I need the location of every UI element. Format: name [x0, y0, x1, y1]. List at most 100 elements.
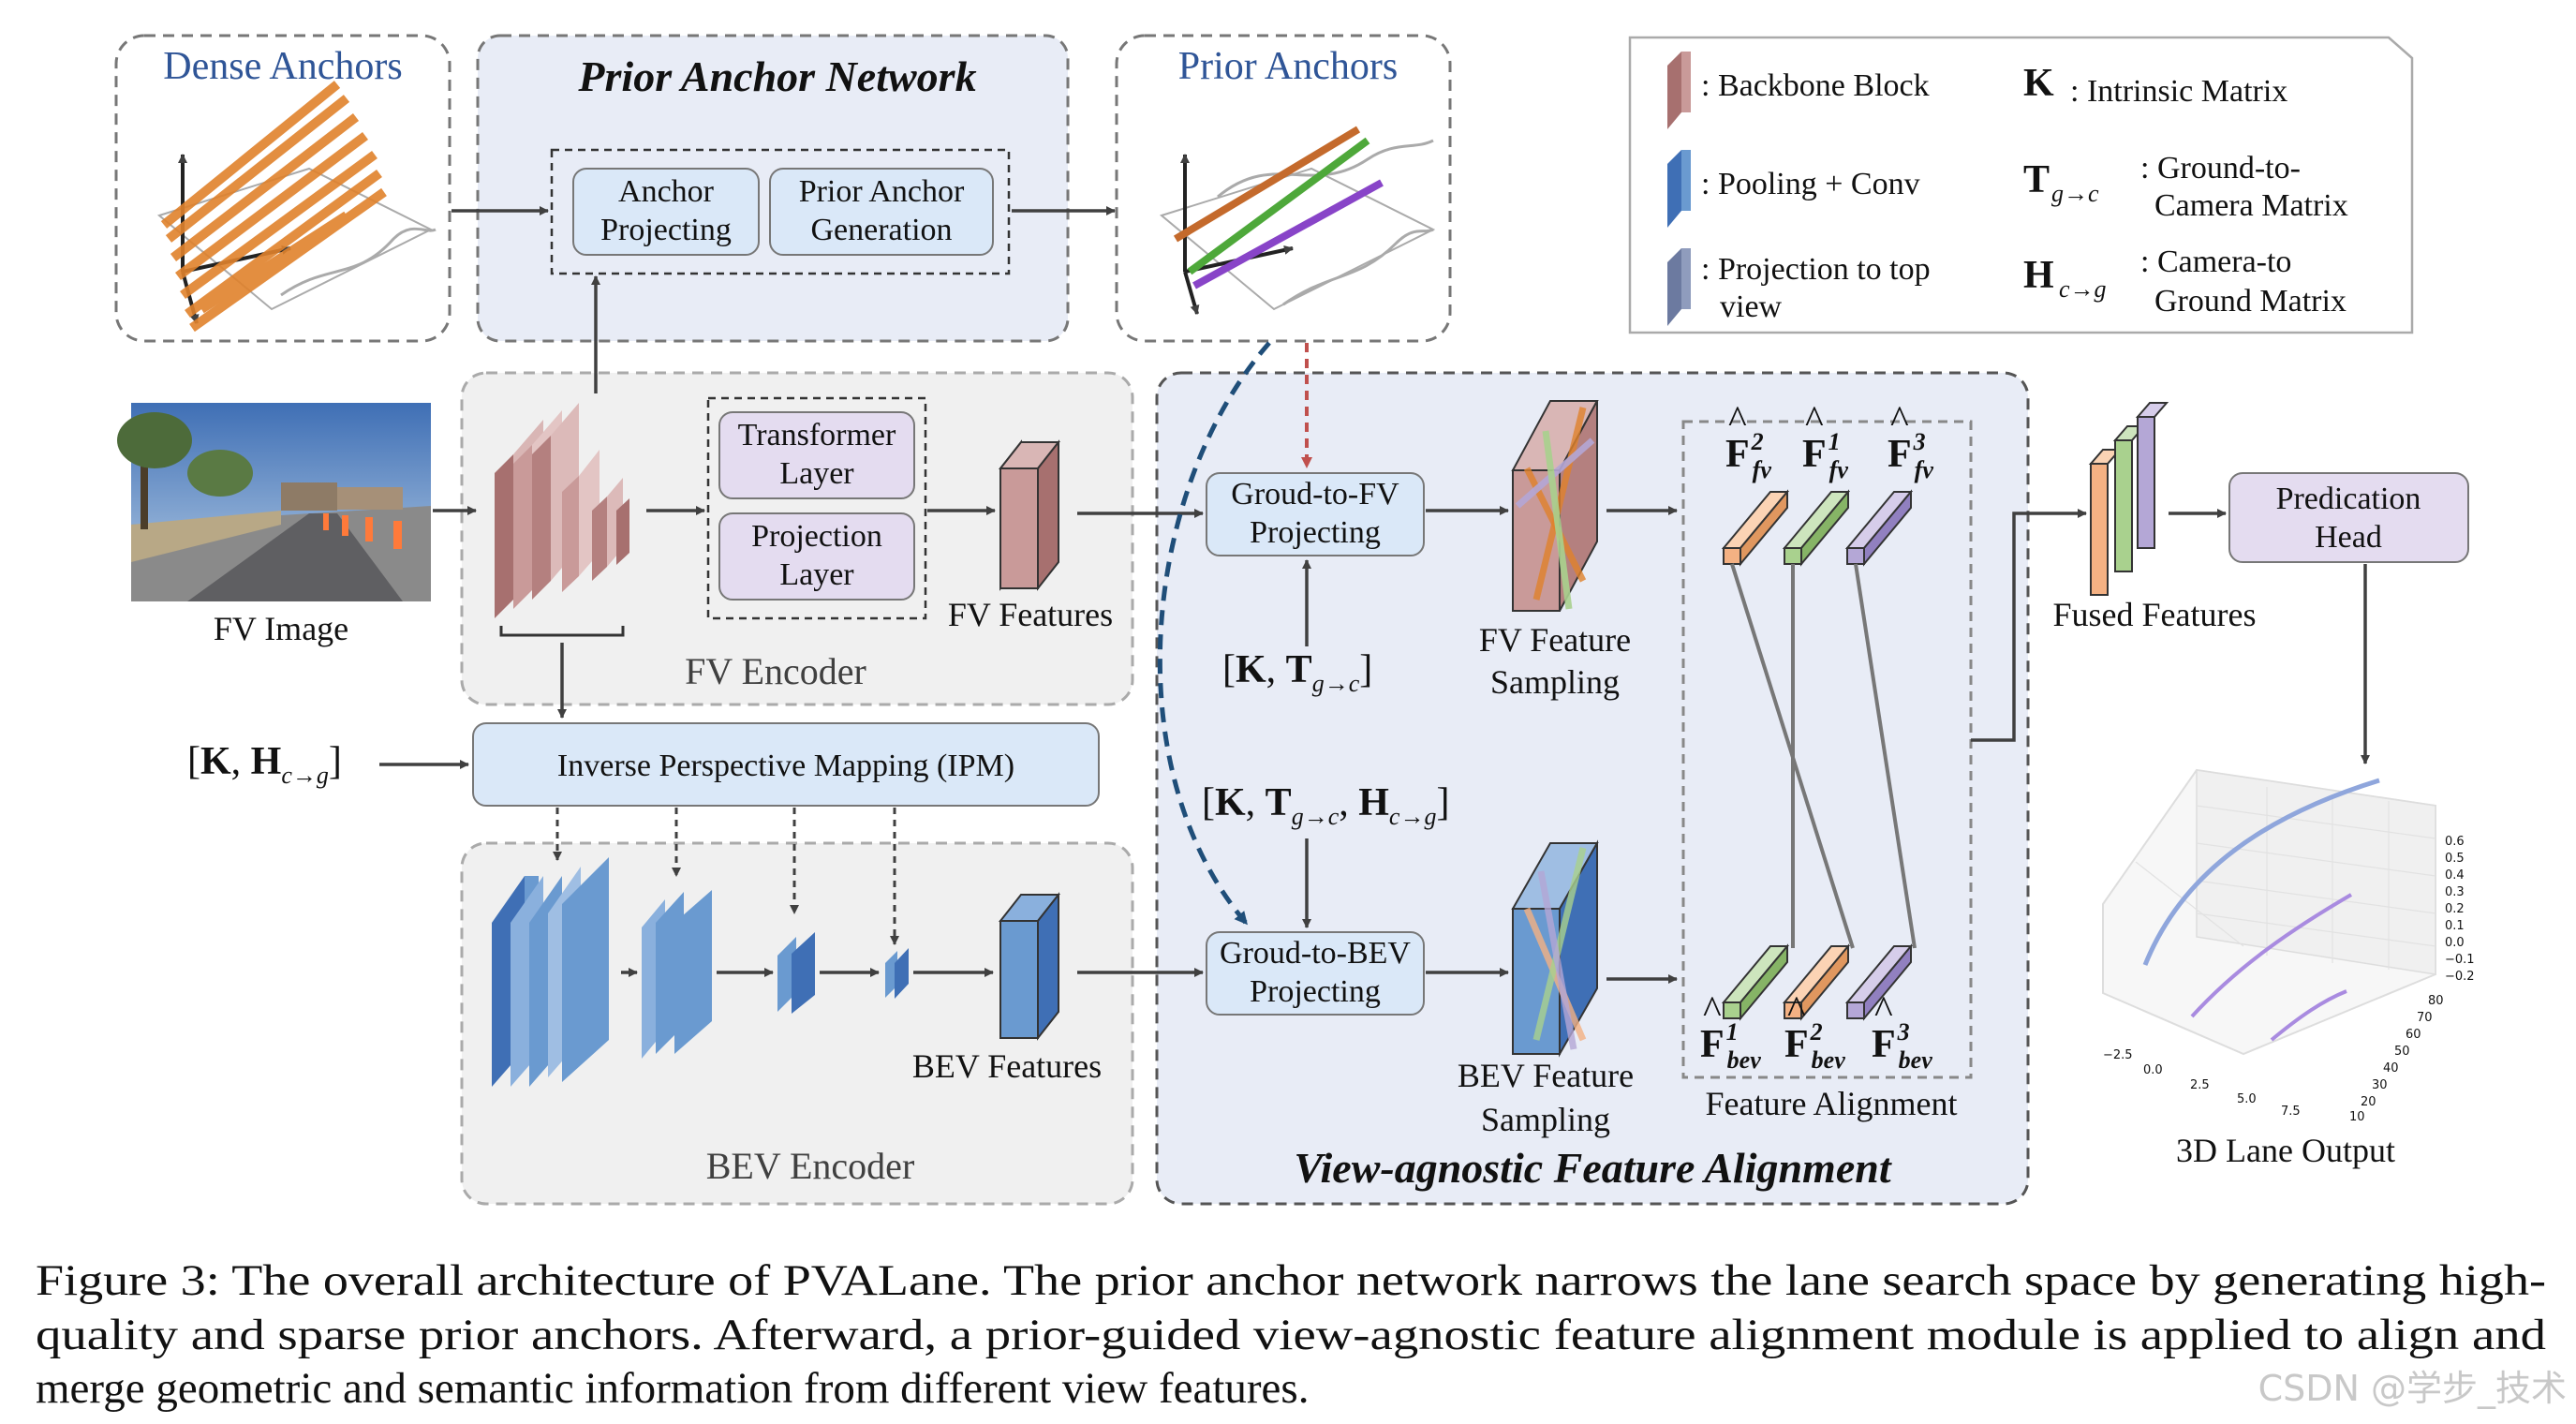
plot-y-ticks: 0.6 0.5 0.4 0.3 0.2 0.1 0.0 −0.1 −0.2 — [2445, 835, 2475, 984]
transformer-layer-box — [718, 411, 915, 499]
svg-text:^: ^ — [1728, 399, 1747, 442]
anchor-projecting-label-2: Projecting — [600, 213, 732, 247]
caption-line-2: quality and sparse prior anchors. Afterw… — [36, 1311, 2546, 1359]
fused-features-block — [2088, 402, 2169, 596]
backbone-block-icon — [1667, 52, 1691, 129]
feature-bar-fv-3 — [1844, 489, 1914, 567]
svg-text:10: 10 — [2349, 1110, 2365, 1124]
ground-to-bev-label-2: Projecting — [1250, 974, 1381, 1009]
prior-to-bev-dashed-arrow — [1157, 341, 1271, 926]
legend-g2c-text-2: Camera Matrix — [2154, 188, 2348, 223]
prior-anchor-generation-label-2: Generation — [810, 213, 952, 247]
legend-t-symbol: T — [2023, 158, 2050, 201]
anchor-projecting-box — [572, 168, 760, 256]
fv-encoder-title: FV Encoder — [685, 650, 866, 692]
fv-feature-sampling-block — [1511, 400, 1599, 612]
watermark: CSDN @学步_技术 — [2258, 1368, 2567, 1409]
svg-text:^: ^ — [1890, 399, 1909, 442]
ipm-input-math: [K, Hc→g] — [187, 740, 342, 789]
fv-features-label: FV Features — [948, 596, 1113, 633]
projection-label-2: Layer — [779, 557, 854, 592]
legend-projection-1: : Projection to top — [1701, 252, 1931, 287]
projection-label-1: Projection — [751, 519, 882, 554]
legend-g2c-text-1: : Ground-to- — [2140, 151, 2301, 185]
fv-backbone-blocks — [495, 403, 629, 618]
svg-text:70: 70 — [2417, 1011, 2433, 1025]
fused-features-label: Fused Features — [2053, 596, 2257, 633]
fv-proj-input-math: [K, Tg→c] — [1222, 648, 1372, 697]
svg-text:2.5: 2.5 — [2190, 1078, 2210, 1092]
feature-alignment-panel — [1681, 420, 1973, 1079]
svg-text:−0.1: −0.1 — [2445, 953, 2475, 967]
caption-line-3: merge geometric and semantic information… — [36, 1364, 1309, 1413]
svg-text:30: 30 — [2372, 1078, 2388, 1092]
feature-bar-fv-1 — [1782, 489, 1851, 567]
plot-x-ticks: −2.5 0.0 2.5 5.0 7.5 — [2103, 1048, 2301, 1119]
svg-text:^: ^ — [1805, 399, 1824, 442]
connectors — [379, 206, 2370, 984]
bev-proj-input-math: [K, Tg→c, Hc→g] — [1202, 781, 1449, 830]
bev-sampling-label-1: BEV Feature — [1458, 1057, 1634, 1094]
vafa-title: View-agnostic Feature Alignment — [1294, 1144, 1891, 1192]
legend-projection-2: view — [1720, 289, 1783, 324]
svg-text:0.0: 0.0 — [2143, 1063, 2163, 1077]
alignment-links — [1730, 563, 1917, 949]
feature-bar-fv-2 — [1721, 489, 1790, 567]
ground-to-bev-label-1: Groud-to-BEV — [1220, 936, 1411, 971]
legend-backbone: : Backbone Block — [1701, 68, 1930, 103]
feature-bar-bev-3 — [1844, 943, 1914, 1021]
legend-h-symbol: H — [2023, 254, 2054, 297]
fv-aligned-features — [1721, 489, 1914, 567]
svg-text:5.0: 5.0 — [2237, 1092, 2257, 1106]
bev-encoder-panel — [460, 841, 1134, 1206]
legend-c2g-text-1: : Camera-to — [2140, 245, 2291, 279]
prediction-head-label-1: Predication — [2276, 482, 2421, 516]
feature-bar-bev-1 — [1721, 943, 1790, 1021]
prior-anchor-inner-group — [550, 148, 1011, 275]
svg-text:0.3: 0.3 — [2445, 885, 2465, 899]
ground-to-fv-label-2: Projecting — [1250, 515, 1381, 550]
dense-anchors-illustration — [156, 81, 437, 333]
bev-feature-sampling-block — [1511, 839, 1599, 1058]
svg-text:0.2: 0.2 — [2445, 902, 2465, 916]
ground-to-fv-box — [1206, 472, 1425, 556]
svg-text:0.6: 0.6 — [2445, 835, 2465, 849]
feature-bar-bev-2 — [1782, 943, 1851, 1021]
svg-text:^: ^ — [1787, 989, 1806, 1032]
fv-sampling-label-2: Sampling — [1490, 663, 1620, 701]
projection-layer-box — [718, 512, 915, 601]
prior-anchors-illustration — [1159, 126, 1436, 315]
dense-anchors-title: Dense Anchors — [163, 45, 402, 88]
prior-anchor-generation-box — [769, 168, 994, 256]
ipm-box — [472, 722, 1100, 807]
bev-features-label: BEV Features — [912, 1047, 1102, 1085]
transformer-projection-group — [706, 396, 927, 620]
svg-text:0.1: 0.1 — [2445, 919, 2465, 933]
feature-alignment-label: Feature Alignment — [1706, 1085, 1958, 1122]
svg-text:50: 50 — [2394, 1045, 2410, 1059]
bev-aligned-features — [1721, 943, 1914, 1021]
ipm-dashed-arrows — [553, 808, 899, 945]
ground-to-fv-label-1: Groud-to-FV — [1231, 477, 1399, 512]
fv-sampling-label-1: FV Feature — [1479, 621, 1631, 659]
prior-anchor-network-title: Prior Anchor Network — [577, 52, 976, 100]
legend-k-text: : Intrinsic Matrix — [2070, 74, 2287, 109]
svg-text:−0.2: −0.2 — [2445, 970, 2475, 984]
bev-pooling-blocks — [492, 857, 909, 1087]
legend-c2g-text-2: Ground Matrix — [2154, 284, 2347, 319]
legend-h-sub: c→g — [2059, 275, 2107, 303]
prior-anchor-generation-label-1: Prior Anchor — [799, 174, 965, 209]
legend-k-symbol: K — [2023, 62, 2054, 105]
svg-text:^: ^ — [1874, 989, 1893, 1032]
legend-pooling: : Pooling + Conv — [1701, 167, 1920, 201]
backbone-bracket — [499, 626, 625, 637]
fv-features-block — [998, 439, 1061, 591]
caption-line-1: Figure 3: The overall architecture of PV… — [36, 1256, 2546, 1305]
svg-text:20: 20 — [2361, 1095, 2376, 1109]
svg-text:0.4: 0.4 — [2445, 868, 2465, 883]
